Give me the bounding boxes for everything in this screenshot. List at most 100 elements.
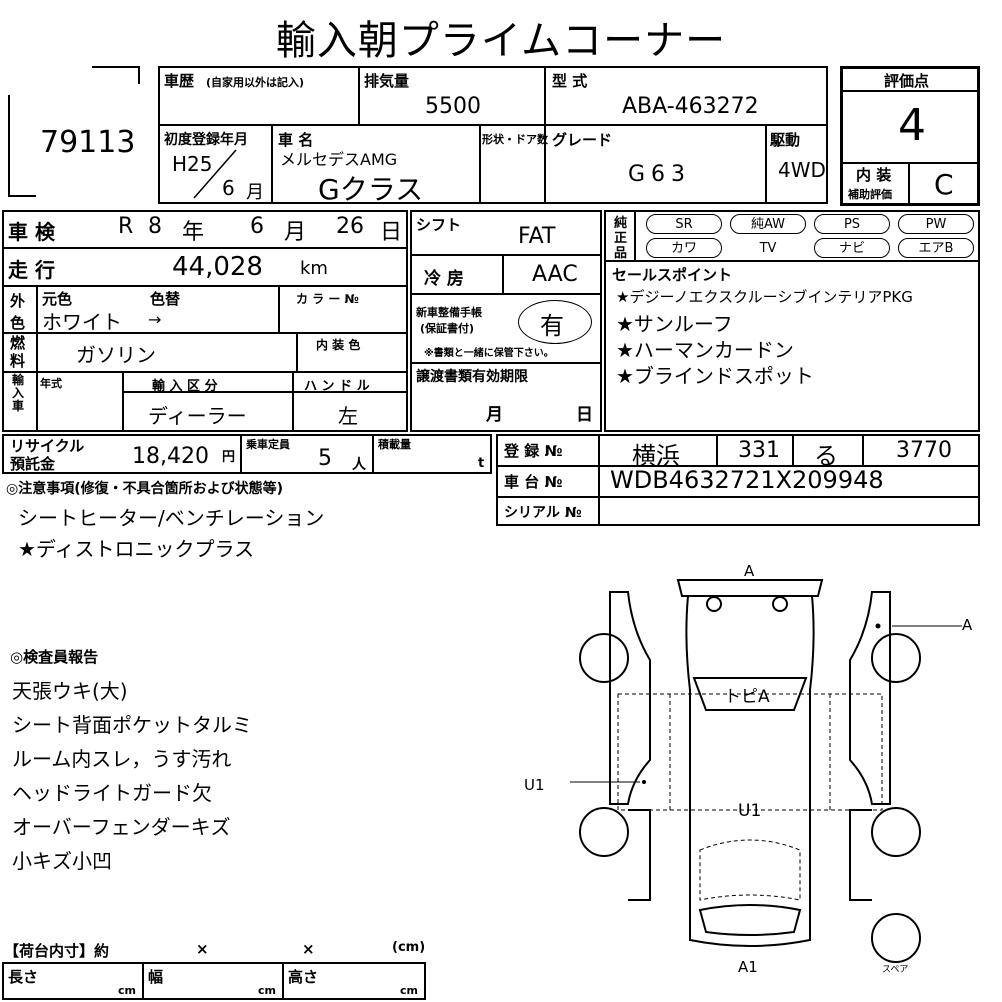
interior-outline bbox=[617, 693, 883, 811]
import-label: 輸入車 bbox=[12, 373, 25, 413]
interior-label: 内 装 bbox=[856, 166, 892, 184]
maintenance-value: 有 bbox=[540, 312, 564, 340]
chassis-value: WDB4632721X209948 bbox=[610, 466, 884, 494]
load-label: 積載量 bbox=[378, 438, 411, 451]
page-title: 輸入朝プライムコーナー bbox=[275, 18, 727, 64]
inspection-label: 車 検 bbox=[8, 220, 55, 244]
inspection-day: 26 bbox=[336, 214, 364, 239]
sales-point-2: ★サンルーフ bbox=[616, 312, 733, 336]
recycle-unit: 円 bbox=[222, 450, 236, 465]
right-rear-fender bbox=[849, 809, 872, 901]
lot-bracket-right bbox=[138, 66, 140, 84]
capacity-label: 乗車定員 bbox=[246, 438, 290, 451]
first-registration-year: H25 bbox=[172, 152, 213, 176]
registration-kana: る bbox=[814, 442, 838, 470]
handle-value: 左 bbox=[338, 404, 358, 428]
cargo-height-label: 高さ bbox=[288, 968, 319, 986]
ac-value: AAC bbox=[532, 262, 578, 287]
rating-value: 4 bbox=[898, 100, 926, 151]
notes-label: ◎注意事項(修復・不具合箇所および状態等) bbox=[6, 481, 284, 497]
history-sublabel: (自家用以外は記入) bbox=[206, 76, 305, 89]
inspection-box bbox=[2, 210, 408, 432]
model-type-value: ABA-463272 bbox=[622, 94, 759, 119]
mark-right-door: A bbox=[962, 616, 973, 634]
inspector-report-label: ◎検査員報告 bbox=[10, 648, 99, 666]
interior-rating: C bbox=[934, 168, 954, 201]
sunroof bbox=[692, 677, 808, 711]
capacity-value: 5 bbox=[318, 446, 332, 471]
equip-alloy-wheels: 純AW bbox=[730, 214, 806, 234]
history-label: 車歴 bbox=[164, 72, 195, 90]
shift-value: FAT bbox=[518, 224, 556, 249]
mileage-unit: km bbox=[300, 258, 328, 279]
registration-label: 登 録 № bbox=[504, 442, 563, 460]
cargo-x1: × bbox=[196, 940, 209, 958]
left-headlight bbox=[706, 596, 722, 612]
body-doors-label: 形状・ドア数 bbox=[482, 133, 548, 146]
report-item-4: ヘッドライトガード欠 bbox=[12, 781, 212, 805]
report-item-3: ルーム内スレ，うす汚れ bbox=[12, 747, 232, 771]
lot-bracket-left bbox=[8, 95, 10, 197]
first-registration-label: 初度登録年月 bbox=[164, 132, 248, 148]
rear-right-wheel bbox=[871, 807, 921, 857]
rear-left-wheel bbox=[579, 807, 629, 857]
rear-seat-outline bbox=[699, 839, 801, 901]
recycle-label: リサイクル bbox=[10, 437, 85, 455]
cargo-width-label: 幅 bbox=[148, 968, 164, 986]
recycle-box bbox=[2, 434, 492, 474]
exterior-color: ホワイト bbox=[42, 310, 122, 334]
import-class-label: 輸 入 区 分 bbox=[152, 379, 218, 394]
ac-label: 冷 房 bbox=[424, 269, 464, 289]
report-item-1: 天張ウキ(大) bbox=[12, 679, 128, 703]
cabin-outline bbox=[669, 694, 831, 810]
spare-label: スペア bbox=[882, 965, 908, 975]
registration-place: 横浜 bbox=[632, 442, 680, 470]
sales-points-label: セールスポイント bbox=[612, 266, 733, 284]
vehicle-info-box bbox=[158, 66, 828, 204]
sales-point-4: ★ブラインドスポット bbox=[616, 364, 814, 388]
model-type-label: 型 式 bbox=[552, 72, 588, 90]
sales-point-1: ★デジーノエクスクルーシブインテリアPKG bbox=[616, 288, 913, 306]
transfer-docs-label: 譲渡書類有効期限 bbox=[416, 369, 528, 385]
repaint-label: 色替 bbox=[150, 290, 181, 308]
first-registration-month: 6 bbox=[222, 176, 235, 200]
handle-label: ハ ン ド ル bbox=[304, 379, 370, 394]
left-rear-fender bbox=[628, 809, 651, 901]
cargo-length-unit: cm bbox=[118, 984, 136, 997]
registration-box bbox=[496, 434, 980, 526]
first-registration-month-unit: 月 bbox=[246, 182, 264, 203]
maintenance-circle bbox=[518, 300, 592, 344]
car-body bbox=[685, 595, 815, 947]
right-headlight bbox=[772, 596, 788, 612]
car-model: Gクラス bbox=[318, 173, 424, 206]
cargo-height-unit: cm bbox=[400, 984, 418, 997]
mark-front: A bbox=[744, 562, 755, 580]
spare-tire bbox=[871, 913, 921, 963]
equipment-box bbox=[604, 210, 980, 432]
load-unit: t bbox=[478, 456, 485, 471]
capacity-unit: 人 bbox=[352, 457, 366, 473]
registration-slash bbox=[193, 149, 237, 199]
front-bumper bbox=[676, 579, 824, 597]
inspection-day-unit: 日 bbox=[380, 220, 403, 245]
left-door bbox=[609, 591, 651, 805]
serial-label: シリアル № bbox=[504, 505, 582, 521]
mark-rear: A1 bbox=[738, 958, 758, 976]
interior-color-label: 内 装 色 bbox=[316, 338, 361, 352]
displacement-label: 排気量 bbox=[364, 72, 410, 90]
lot-bracket-bottom bbox=[8, 195, 36, 197]
rating-box bbox=[840, 66, 980, 206]
repaint-arrow: → bbox=[148, 310, 162, 329]
color-number-label: カ ラ ー № bbox=[296, 292, 359, 306]
cargo-label: 【荷台内寸】約 bbox=[4, 942, 110, 960]
registration-number: 3770 bbox=[896, 438, 952, 463]
inspection-era: R bbox=[118, 214, 134, 239]
original-color-label: 元色 bbox=[42, 290, 73, 308]
cargo-length-label: 長さ bbox=[8, 968, 39, 986]
genuine-label-1: 純 bbox=[614, 216, 628, 231]
note-item-1: シートヒーター/ベンチレーション bbox=[18, 506, 325, 530]
cargo-x2: × bbox=[302, 940, 315, 958]
shift-label: シフト bbox=[416, 216, 462, 234]
exterior-label: 外色 bbox=[10, 292, 26, 332]
drive-label: 駆動 bbox=[770, 131, 801, 149]
